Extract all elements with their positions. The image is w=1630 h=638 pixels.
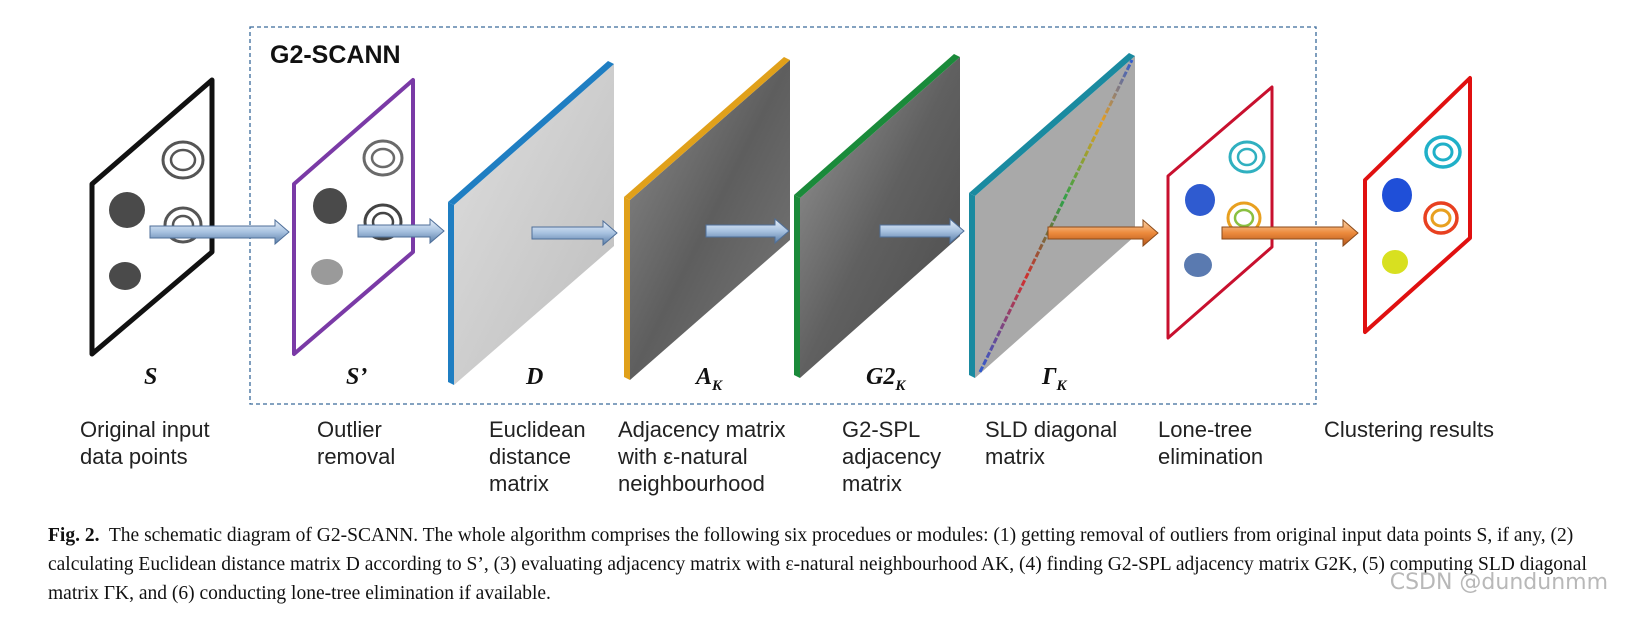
caption-clustering-results: Clustering results: [1324, 417, 1494, 442]
panel-original-data: [89, 77, 215, 357]
panel-clustering-results: [1363, 76, 1472, 334]
arrow-4: [705, 217, 790, 245]
caption-euclidean: Euclidean distance matrix: [489, 417, 592, 496]
caption-outlier-removal: Outlier removal: [317, 417, 395, 469]
panel-sp-points: [311, 139, 404, 285]
panel-sld-diagonal: [969, 53, 1135, 378]
caption-sld-diagonal: SLD diagonal matrix: [985, 417, 1123, 469]
symbol-d: D: [525, 364, 543, 390]
figure-caption: Fig. 2. The schematic diagram of G2-SCAN…: [48, 521, 1608, 608]
figure-caption-text: The schematic diagram of G2-SCANN. The w…: [48, 525, 1587, 604]
watermark: CSDN @dundunmm: [1389, 570, 1608, 595]
arrow-7: [1221, 218, 1359, 248]
g2-scann-dashed-box: [249, 26, 1317, 405]
panel-distance-matrix: [448, 61, 614, 385]
diagram-title: G2-SCANN: [270, 41, 401, 69]
caption-adjacency: Adjacency matrix with ε-natural neighbou…: [617, 417, 792, 496]
panel-g2-spl-matrix: [794, 54, 960, 378]
panel-lone-tree: [1166, 85, 1274, 340]
caption-lone-tree: Lone-tree elimination: [1158, 417, 1263, 469]
arrow-5: [879, 217, 965, 245]
caption-g2-spl: G2-SPL adjacency matrix: [842, 417, 947, 496]
arrow-1: [149, 218, 290, 246]
figure-label: Fig. 2.: [48, 525, 100, 546]
symbol-g2k: G2K: [866, 364, 906, 394]
panel-s-points: [109, 140, 205, 290]
sld-diagonal-line: [978, 59, 1134, 373]
panel-adjacency-matrix: [624, 57, 790, 380]
arrow-3: [531, 219, 618, 247]
symbol-s-prime: S’: [346, 364, 367, 390]
arrow-2: [357, 217, 445, 245]
symbol-s: S: [144, 364, 157, 390]
symbol-ak: AK: [694, 364, 723, 394]
symbol-gamma-k: ΓK: [1041, 364, 1068, 394]
panel-outlier-removal: [292, 78, 415, 356]
caption-original-input: Original input data points: [80, 417, 216, 469]
arrow-6: [1047, 218, 1159, 248]
